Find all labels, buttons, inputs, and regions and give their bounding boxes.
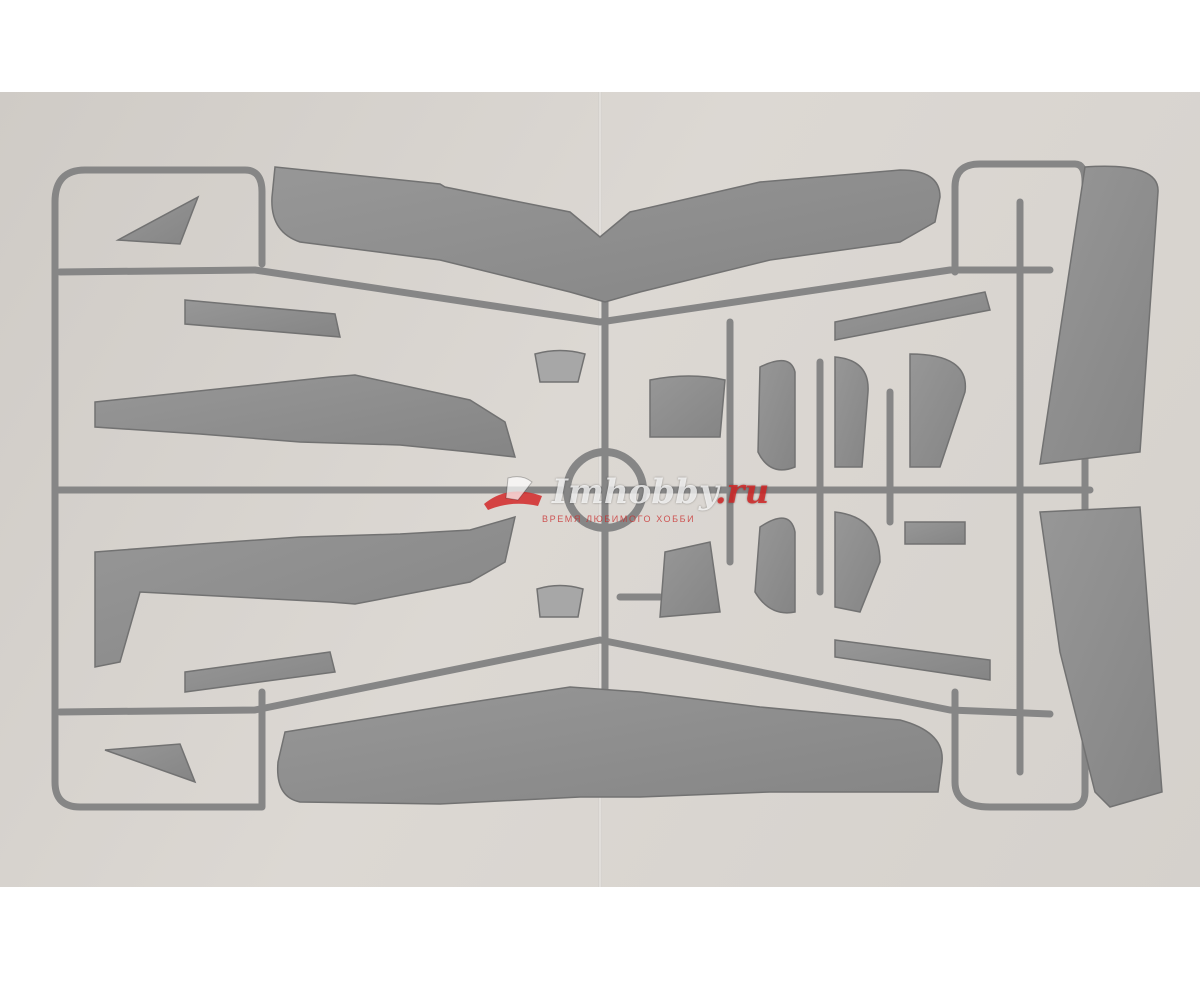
model-parts: [94, 165, 1163, 808]
site-watermark: Imhobby.ru ВРЕМЯ ЛЮБИМОГО ХОББИ: [478, 470, 769, 540]
part-elevator-b: [834, 356, 869, 468]
watermark-subtitle: ВРЕМЯ ЛЮБИМОГО ХОББИ: [542, 514, 696, 524]
part-lower-wing: [276, 686, 943, 805]
watermark-brand: Imhobby.ru: [552, 472, 769, 512]
part-cowl-upper: [649, 375, 726, 438]
part-canopy-upper: [534, 349, 586, 383]
part-flap-upper-left: [184, 299, 341, 338]
part-flap-upper-right: [834, 291, 991, 341]
sprue-runners: [51, 160, 1094, 811]
car-logo-icon: [484, 476, 542, 510]
part-fin-lower: [104, 743, 197, 784]
part-strip-upper-right: [1039, 165, 1159, 465]
part-fuselage-left: [94, 374, 517, 458]
part-elevator-d: [754, 517, 796, 614]
part-upper-wing: [271, 166, 941, 303]
watermark-brand-name: Imhobby: [552, 472, 715, 512]
part-elevator-e: [834, 511, 881, 613]
sprue-sheet: [51, 160, 1163, 811]
part-fuselage-right: [94, 515, 517, 668]
part-strip-lower-right: [1039, 506, 1163, 808]
part-flap-lower-left: [184, 651, 336, 693]
part-fin-upper: [115, 195, 200, 245]
watermark-tld: .ru: [714, 472, 770, 512]
part-elevator-a: [757, 359, 796, 471]
sprue-hub-ring: [563, 448, 647, 532]
photo-frame: Imhobby.ru ВРЕМЯ ЛЮБИМОГО ХОББИ: [0, 92, 1200, 887]
part-elevator-c: [909, 353, 967, 468]
part-flap-lower-right: [834, 639, 991, 681]
part-bracket-right: [904, 521, 966, 545]
part-cowl-lower: [659, 541, 721, 618]
part-canopy-lower: [536, 584, 584, 618]
